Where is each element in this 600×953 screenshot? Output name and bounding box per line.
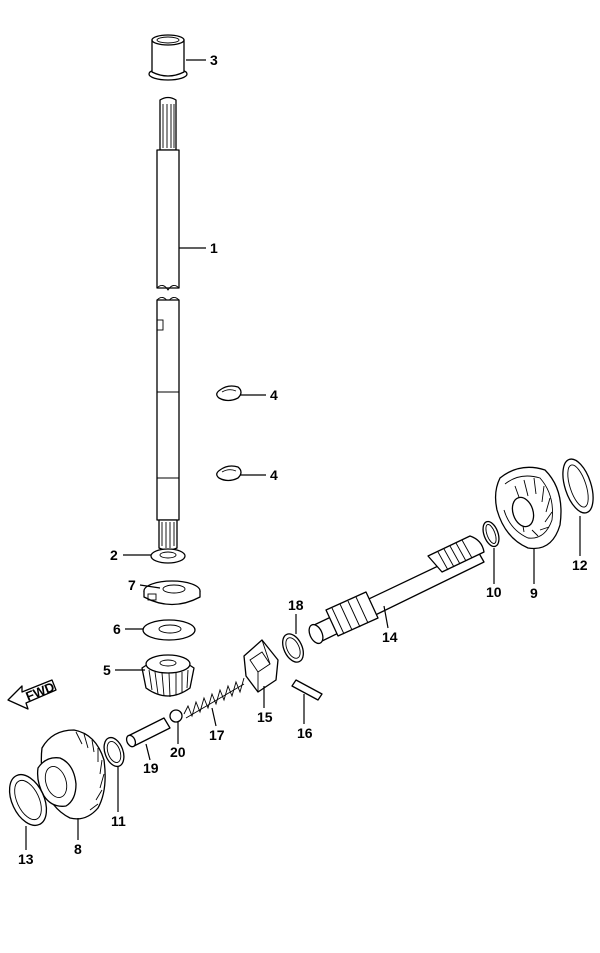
part-14-propeller-shaft (308, 535, 485, 645)
part-3-bushing (148, 34, 188, 81)
part-12-shim-ring (562, 458, 594, 514)
callout-19: 19 (143, 760, 159, 776)
callout-20: 20 (170, 744, 186, 760)
callout-3: 3 (210, 52, 218, 68)
leader-lines (25, 59, 581, 850)
part-18-ring (282, 633, 304, 663)
callout-labels: 3 1 4 4 2 7 6 5 12 10 9 18 14 15 16 17 2… (18, 52, 588, 867)
part-16-pin (291, 679, 323, 701)
callout-17: 17 (209, 727, 225, 743)
part-1-drive-shaft (156, 96, 180, 551)
callout-11: 11 (111, 813, 126, 829)
callout-1: 1 (210, 240, 218, 256)
part-2-washer (150, 548, 186, 564)
part-5-pinion-gear (141, 654, 195, 698)
part-8-forward-gear (36, 729, 106, 820)
callout-14: 14 (382, 629, 398, 645)
callout-7: 7 (128, 577, 136, 593)
part-13-shim-ring (8, 773, 48, 827)
fwd-label: FWD (24, 679, 57, 704)
callout-13: 13 (18, 851, 34, 867)
part-9-bevel-gear (494, 466, 562, 550)
callout-2: 2 (110, 547, 118, 563)
callout-4-lower: 4 (270, 467, 278, 483)
part-10-ring (482, 520, 500, 548)
part-4-circlip-upper (216, 385, 242, 402)
callout-10: 10 (486, 584, 502, 600)
callout-8: 8 (74, 841, 82, 857)
part-7-thrust-washer (143, 580, 201, 606)
part-17-spring (183, 677, 245, 719)
part-15-clutch (243, 639, 279, 693)
callout-15: 15 (257, 709, 273, 725)
callout-5: 5 (103, 662, 111, 678)
callout-4-upper: 4 (270, 387, 278, 403)
callout-18: 18 (288, 597, 304, 613)
callout-6: 6 (113, 621, 121, 637)
part-4-circlip-lower (216, 465, 242, 482)
part-20-ball (169, 709, 183, 723)
part-6-shim (142, 619, 196, 641)
part-11-ring (103, 736, 125, 768)
callout-9: 9 (530, 585, 538, 601)
callout-12: 12 (572, 557, 588, 573)
part-19-push-rod (125, 717, 171, 748)
fwd-direction-arrow: FWD (7, 679, 57, 710)
callout-16: 16 (297, 725, 313, 741)
